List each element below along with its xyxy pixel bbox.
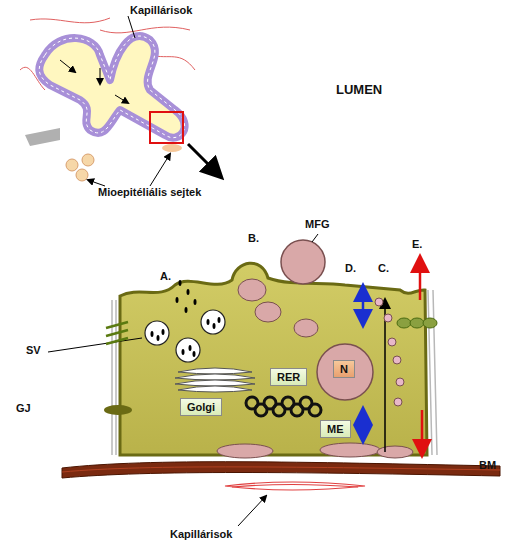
part-label: GJ (16, 402, 31, 414)
callout-letter: C. (378, 262, 389, 274)
secretory-cell (120, 263, 427, 455)
box-text: Golgi (187, 401, 215, 413)
part-label: MFG (305, 218, 329, 230)
callout-letter: D. (345, 262, 356, 274)
label-box: RER (270, 368, 307, 386)
callout-letter: B. (248, 232, 259, 244)
box-text: RER (277, 371, 300, 383)
part-label: BM (479, 459, 496, 471)
capillary-label: Kapillárisok (170, 528, 232, 540)
callout-letter: A. (160, 270, 171, 282)
label-box: Golgi (180, 398, 222, 416)
capillary-label: Kapillárisok (130, 4, 192, 16)
lumen-label: LUMEN (336, 82, 382, 97)
part-label: SV (26, 344, 41, 356)
label-box: N (333, 360, 355, 378)
box-text: N (340, 363, 348, 375)
myoepithelial-label: Mioepitéliális sejtek (98, 186, 201, 198)
alveolus-inset (20, 16, 220, 186)
basement-membrane (62, 462, 500, 478)
box-text: ME (327, 423, 344, 435)
callout-letter: E. (412, 238, 422, 250)
label-box: ME (320, 420, 351, 438)
